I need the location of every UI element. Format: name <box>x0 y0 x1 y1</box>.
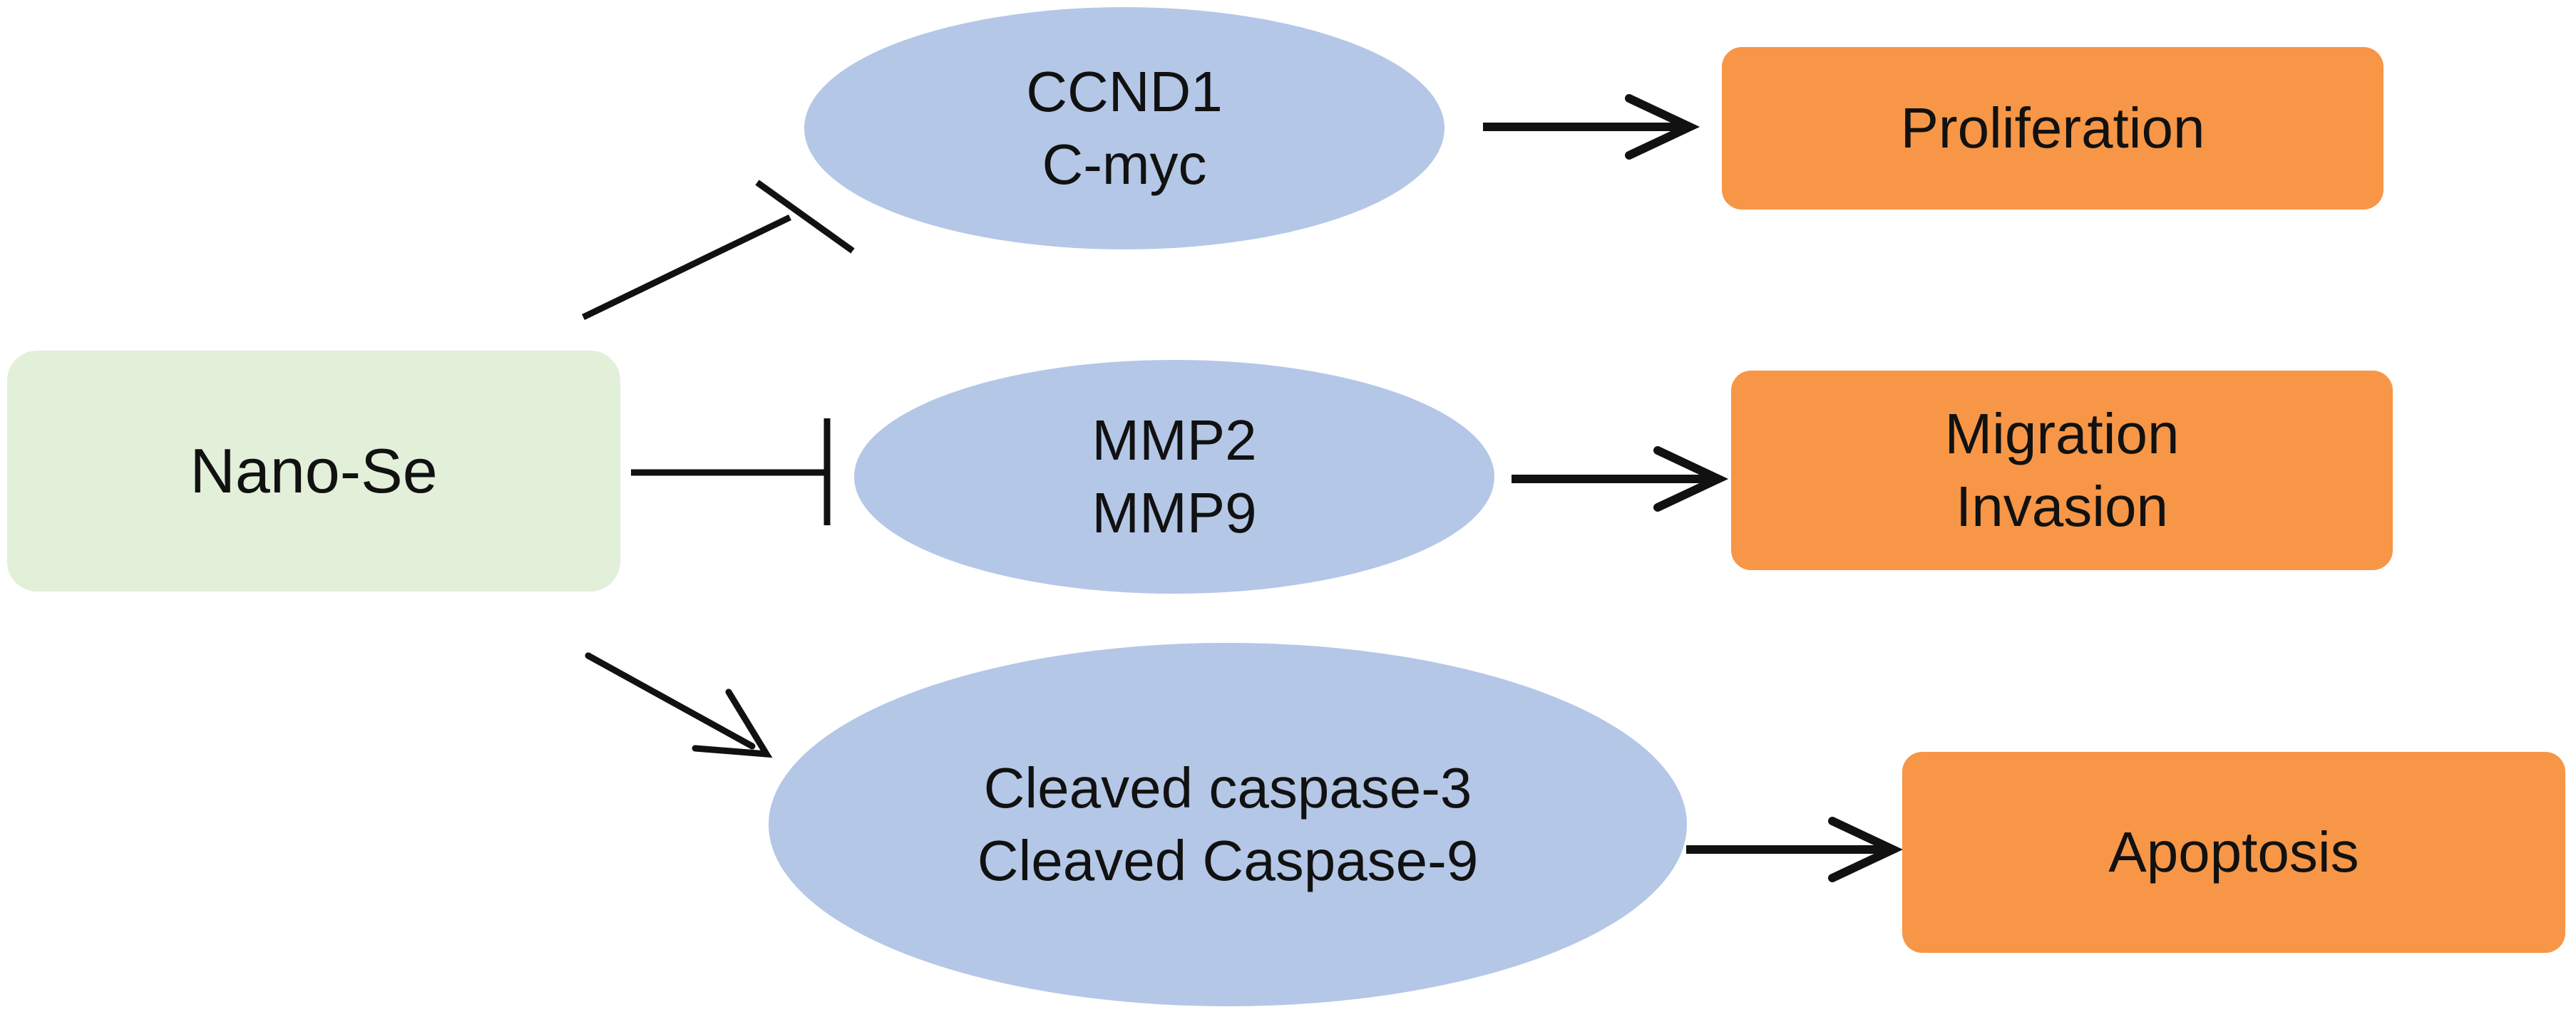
node-label-line-1: Migration <box>1944 401 2180 465</box>
node-proliferation: Proliferation <box>1722 47 2383 210</box>
node-apoptosis: Apoptosis <box>1902 752 2565 953</box>
edge-line <box>585 652 756 750</box>
edge-mmp-activates-migration <box>1512 446 1729 512</box>
node-label-line-1: MMP2 <box>1092 408 1257 472</box>
node-label-line-2: Invasion <box>1956 475 2168 538</box>
edge-nano-se-activates-caspase <box>585 652 773 758</box>
node-nano-se: Nano-Se <box>7 351 620 592</box>
inhibition-bar-ccnd1 <box>755 180 855 254</box>
node-label: Apoptosis <box>2108 820 2359 884</box>
node-label: Nano-Se <box>190 435 438 506</box>
node-label-line-1: CCND1 <box>1026 59 1223 123</box>
edge-line <box>582 214 791 321</box>
arrow-head-icon <box>1653 446 1729 512</box>
node-ccnd1-cmyc: CCND1 C-myc <box>804 7 1444 249</box>
node-label: Proliferation <box>1900 95 2205 160</box>
edge-nano-se-inhibits-ccnd1-cmyc <box>582 180 855 321</box>
edge-ccnd1-activates-proliferation <box>1483 94 1700 160</box>
node-caspase: Cleaved caspase-3 Cleaved Caspase-9 <box>769 643 1687 1006</box>
node-label-line-1: Cleaved caspase-3 <box>983 755 1472 820</box>
arrow-head-icon <box>1625 94 1700 160</box>
node-migration-invasion: Migration Invasion <box>1731 371 2393 570</box>
arrow-head-icon <box>692 688 773 758</box>
edge-nano-se-inhibits-mmp <box>631 418 831 525</box>
node-label-line-2: MMP9 <box>1092 481 1257 544</box>
edge-caspase-activates-apoptosis <box>1686 817 1904 882</box>
arrow-head-icon <box>1828 817 1904 882</box>
node-label-line-2: C-myc <box>1042 133 1207 196</box>
node-mmp: MMP2 MMP9 <box>854 360 1494 594</box>
node-label-line-2: Cleaved Caspase-9 <box>977 829 1479 892</box>
